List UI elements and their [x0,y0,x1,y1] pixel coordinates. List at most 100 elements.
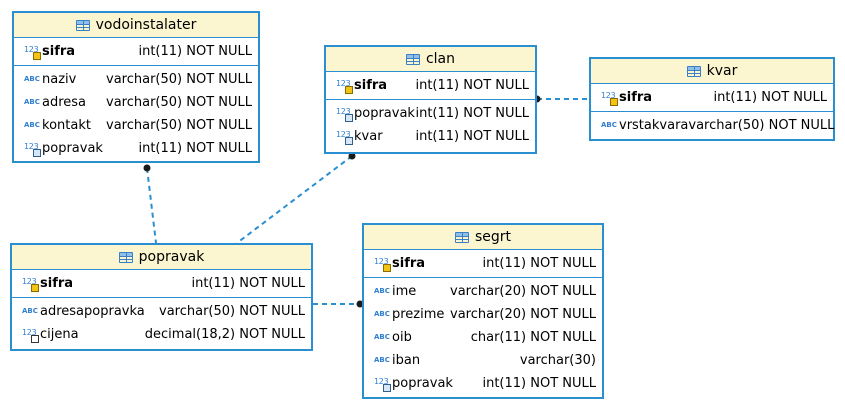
column-row[interactable]: vrstakvara varchar(50) NOT NULL [591,114,835,137]
column-row[interactable]: iban varchar(30) [364,349,602,372]
entity-title: vodoinstalater [95,17,197,33]
column-row[interactable]: sifra int(11) NOT NULL [326,74,535,97]
relation-end-dot [348,152,356,160]
column-row[interactable]: popravak int(11) NOT NULL [14,137,258,160]
entity-title: popravak [138,249,205,265]
column-row[interactable]: cijena decimal(18,2) NOT NULL [12,323,311,346]
numeric-foreign-key-icon [24,141,42,157]
text-icon [24,72,42,88]
entity-title: segrt [474,229,512,245]
entity-header[interactable]: vodoinstalater [14,13,258,38]
column-type: varchar(20) NOT NULL [450,307,596,322]
entity-header[interactable]: segrt [364,225,602,250]
column-name: vrstakvara [619,118,689,133]
numeric-key-icon [24,44,42,60]
column-row[interactable]: popravak int(11) NOT NULL [326,102,535,125]
entity-header[interactable]: popravak [12,245,311,270]
table-icon [405,53,420,65]
entity-clan[interactable]: clan sifra int(11) NOT NULL popravak int… [324,45,537,154]
column-type: int(11) NOT NULL [191,276,305,291]
entity-title: clan [425,51,456,67]
column-type: int(11) NOT NULL [415,78,529,93]
column-row[interactable]: sifra int(11) NOT NULL [12,272,311,295]
numeric-key-icon [22,276,40,292]
column-name: oib [392,330,412,345]
column-type: varchar(50) NOT NULL [159,304,305,319]
column-row[interactable]: naziv varchar(50) NOT NULL [14,68,258,91]
column-row[interactable]: kvar int(11) NOT NULL [326,125,535,148]
text-icon [24,118,42,134]
column-row[interactable]: ime varchar(20) NOT NULL [364,280,602,303]
column-type: int(11) NOT NULL [138,44,252,59]
column-row[interactable]: kontakt varchar(50) NOT NULL [14,114,258,137]
column-name: cijena [40,327,79,342]
numeric-foreign-key-icon [336,129,354,145]
entity-kvar[interactable]: kvar sifra int(11) NOT NULL vrstakvara v… [589,57,835,141]
column-name: ime [392,284,417,299]
column-type: varchar(20) NOT NULL [450,284,596,299]
column-row[interactable]: adresa varchar(50) NOT NULL [14,91,258,114]
relation-end-dot [356,300,364,308]
text-icon [374,307,392,323]
column-row[interactable]: sifra int(11) NOT NULL [591,86,833,109]
column-name: iban [392,353,421,368]
numeric-foreign-key-icon [336,106,354,122]
relation-vodoinstalater-popravak [146,167,157,244]
column-name: kvar [354,129,383,144]
column-type: varchar(30) [519,353,596,368]
column-type: int(11) NOT NULL [138,141,252,156]
column-name: adresa [42,95,87,110]
text-icon [374,330,392,346]
column-name: adresapopravka [40,304,145,319]
text-icon [24,95,42,111]
table-icon [118,251,133,263]
column-name: sifra [619,90,653,105]
entity-popravak[interactable]: popravak sifra int(11) NOT NULL adresapo… [10,243,313,351]
column-name: popravak [354,106,415,121]
column-type: int(11) NOT NULL [482,376,596,391]
table-icon [75,19,90,31]
text-icon [374,284,392,300]
column-row[interactable]: sifra int(11) NOT NULL [364,252,602,275]
numeric-icon [22,327,40,343]
numeric-foreign-key-icon [374,376,392,392]
column-row[interactable]: popravak int(11) NOT NULL [364,372,602,395]
column-name: sifra [40,276,74,291]
column-type: char(11) NOT NULL [470,330,596,345]
column-name: prezime [392,307,445,322]
text-icon [601,118,619,134]
table-icon [454,231,469,243]
column-name: sifra [392,256,426,271]
column-type: varchar(50) NOT NULL [688,118,835,133]
column-type: int(11) NOT NULL [482,256,596,271]
column-row[interactable]: sifra int(11) NOT NULL [14,40,258,63]
text-icon [374,353,392,369]
relation-clan-popravak [236,155,353,244]
entity-vodoinstalater[interactable]: vodoinstalater sifra int(11) NOT NULL na… [12,11,260,163]
column-row[interactable]: prezime varchar(20) NOT NULL [364,303,602,326]
column-name: sifra [354,78,388,93]
column-type: int(11) NOT NULL [713,90,827,105]
entity-header[interactable]: clan [326,47,535,72]
numeric-key-icon [374,256,392,272]
column-row[interactable]: oib char(11) NOT NULL [364,326,602,349]
column-type: int(11) NOT NULL [415,106,529,121]
text-icon [22,304,40,320]
relation-end-dot [143,164,151,172]
column-name: popravak [42,141,103,156]
entity-segrt[interactable]: segrt sifra int(11) NOT NULL ime varchar… [362,223,604,399]
column-type: varchar(50) NOT NULL [106,95,252,110]
table-icon [686,65,701,77]
entity-title: kvar [706,63,738,79]
column-name: popravak [392,376,453,391]
column-type: varchar(50) NOT NULL [106,118,252,133]
column-type: varchar(50) NOT NULL [106,72,252,87]
column-type: int(11) NOT NULL [415,129,529,144]
column-row[interactable]: adresapopravka varchar(50) NOT NULL [12,300,311,323]
column-name: naziv [42,72,77,87]
column-type: decimal(18,2) NOT NULL [144,327,305,342]
numeric-key-icon [601,90,619,106]
entity-header[interactable]: kvar [591,59,833,84]
column-name: kontakt [42,118,91,133]
